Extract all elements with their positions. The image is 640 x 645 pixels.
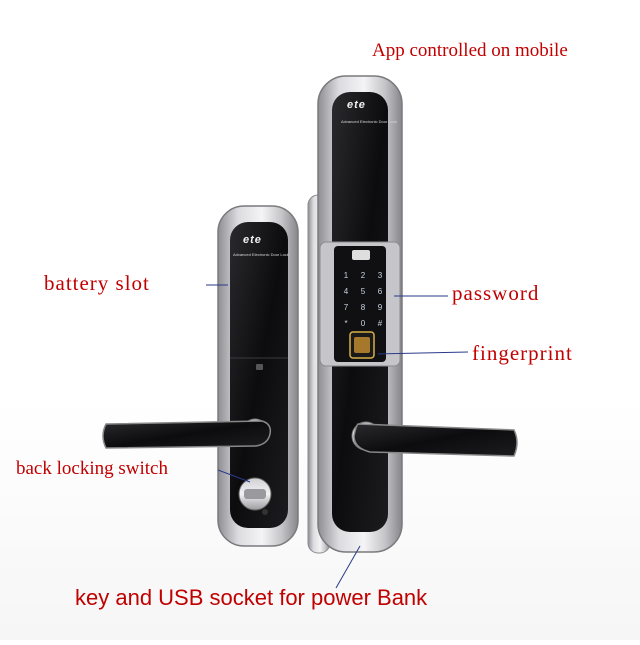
left-brand-subtitle: Advanced Electronic Door Lock bbox=[233, 252, 289, 257]
right-brand-subtitle: Advanced Electronic Door Lock bbox=[341, 119, 397, 124]
battery-slot-label: battery slot bbox=[44, 271, 150, 295]
left-keyhole bbox=[262, 509, 268, 515]
fingerprint-label: fingerprint bbox=[472, 341, 573, 365]
keypad-digits: 1 2 3 4 5 6 7 8 9 * 0 # bbox=[344, 271, 383, 328]
svg-text:2: 2 bbox=[361, 271, 366, 280]
right-brand-logo: ete bbox=[347, 99, 366, 111]
svg-text:0: 0 bbox=[361, 319, 366, 328]
callout-lines bbox=[206, 284, 469, 589]
right-handle-lever bbox=[353, 423, 518, 457]
knob-grip bbox=[244, 489, 266, 499]
svg-text:6: 6 bbox=[378, 287, 383, 296]
card-reader bbox=[352, 250, 370, 260]
svg-text:*: * bbox=[344, 319, 347, 328]
left-brand-logo: ete bbox=[243, 234, 262, 246]
svg-text:9: 9 bbox=[378, 303, 383, 312]
right-lock-front-unit: 1 2 3 4 5 6 7 8 9 * 0 # bbox=[317, 75, 518, 553]
password-label: password bbox=[452, 281, 540, 305]
back-locking-switch-label: back locking switch bbox=[16, 458, 168, 479]
left-lock-panel bbox=[230, 222, 288, 528]
fingerprint-callout-line bbox=[377, 351, 469, 355]
svg-text:5: 5 bbox=[361, 287, 366, 296]
key-usb-callout-line bbox=[335, 545, 361, 589]
left-handle-lever bbox=[102, 420, 272, 449]
svg-text:4: 4 bbox=[344, 287, 349, 296]
key-usb-socket-label: key and USB socket for power Bank bbox=[75, 585, 428, 610]
svg-text:8: 8 bbox=[361, 303, 366, 312]
svg-text:#: # bbox=[378, 319, 383, 328]
back-locking-callout-line bbox=[217, 469, 251, 483]
battery-slot-latch bbox=[256, 364, 263, 370]
svg-text:1: 1 bbox=[344, 271, 349, 280]
left-lock-back-unit bbox=[102, 205, 299, 547]
app-controlled-label: App controlled on mobile bbox=[372, 40, 568, 61]
svg-text:7: 7 bbox=[344, 303, 349, 312]
svg-text:3: 3 bbox=[378, 271, 383, 280]
